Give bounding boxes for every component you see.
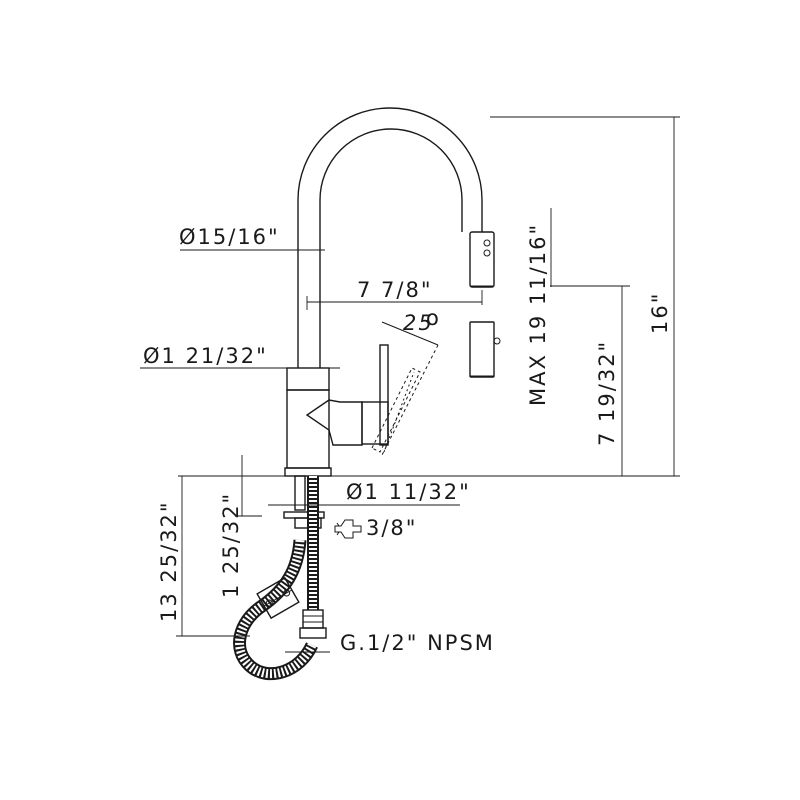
spout-reach-label: 7 7/8" xyxy=(357,278,433,302)
lever-rotated xyxy=(371,367,421,453)
spray-button xyxy=(483,239,491,247)
aerator-height-label: 7 19/32" xyxy=(595,340,619,446)
shank-diameter-label: Ø1 11/32" xyxy=(346,480,471,504)
body-diameter-label: Ø1 21/32" xyxy=(143,344,268,368)
lever-hub xyxy=(305,399,363,446)
spray-head-side xyxy=(469,321,495,378)
base xyxy=(284,467,332,477)
spray-hose-loop xyxy=(233,539,318,681)
max-height-label: MAX 19 11/16" xyxy=(526,223,550,406)
dimension-lines xyxy=(140,116,680,653)
spout-diameter-label: Ø15/16" xyxy=(179,225,280,249)
shank xyxy=(294,475,306,511)
hose-length-label: 13 25/32" xyxy=(157,500,181,622)
body-ring xyxy=(286,367,330,391)
shank-length-label: 1 25/32" xyxy=(219,492,243,598)
hose-weight xyxy=(256,576,300,620)
lever xyxy=(379,344,389,446)
connection-label: G.1/2" NPSM xyxy=(340,631,495,655)
wrench-size-label: 3/8" xyxy=(366,516,417,540)
handle-angle-label: 25 xyxy=(403,311,434,335)
under-deck xyxy=(233,475,327,681)
spout-outer xyxy=(297,107,483,368)
hose-fitting xyxy=(302,609,324,629)
wrench-icon xyxy=(334,519,362,539)
spray-head xyxy=(469,231,495,288)
total-height-label: 16" xyxy=(648,292,672,334)
body xyxy=(286,389,330,469)
spout-inner xyxy=(319,128,463,368)
angle-unit-label: o xyxy=(426,306,441,330)
